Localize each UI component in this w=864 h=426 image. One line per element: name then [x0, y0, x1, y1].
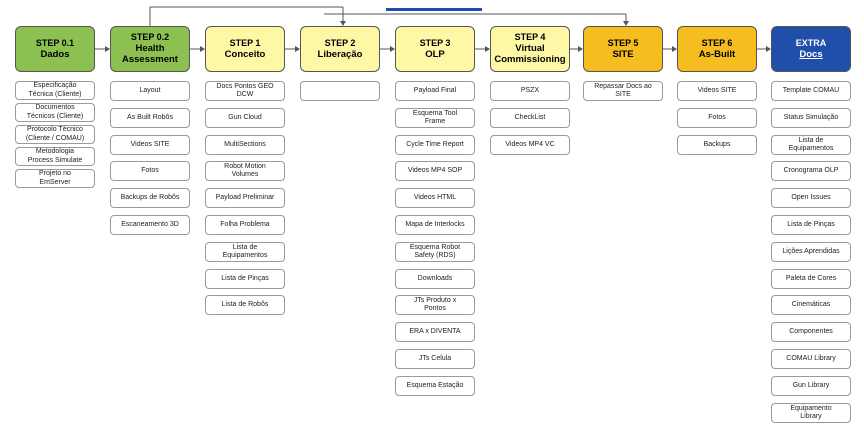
- step-connector-arrow: [672, 46, 677, 52]
- doc-item: Esquema Estação: [395, 375, 475, 396]
- doc-item: Equipamento Library: [771, 402, 851, 423]
- doc-item: ERA x DIVENTA: [395, 322, 475, 343]
- doc-item: Projeto no EmServer: [15, 169, 95, 188]
- step-connector-arrow: [295, 46, 300, 52]
- doc-item: Videos MP4 VC: [490, 134, 570, 155]
- step-connector-arrow: [105, 46, 110, 52]
- blue-accent-bar: [386, 8, 482, 11]
- doc-item: Lista de Pinças: [205, 268, 285, 289]
- doc-item: PSZX: [490, 81, 570, 101]
- doc-item: Lista de Equipamentos: [771, 134, 851, 155]
- doc-item: Docs Pontos GEO DCW: [205, 81, 285, 101]
- doc-item: Videos SITE: [110, 134, 190, 155]
- step-title: EXTRA: [795, 37, 827, 48]
- step-subtitle: Health Assessment: [122, 43, 178, 66]
- doc-item: Lista de Robôs: [205, 295, 285, 316]
- doc-item: CheckList: [490, 107, 570, 128]
- doc-item: Protocolo Técnico (Cliente / COMAU): [15, 125, 95, 144]
- doc-item: Mapa de Interlocks: [395, 215, 475, 235]
- step-subtitle: Virtual Commissioning: [494, 43, 566, 66]
- doc-item: Esquema Tool Frame: [395, 107, 475, 128]
- doc-item: Componentes: [771, 322, 851, 343]
- step-subtitle: Conceito: [224, 48, 266, 60]
- step-title: STEP 3: [419, 37, 451, 48]
- doc-item: Gun Cloud: [205, 107, 285, 128]
- doc-item: Robot Motion Volumes: [205, 161, 285, 182]
- doc-item: Lista de Pinças: [771, 215, 851, 235]
- doc-item: As Built Robôs: [110, 107, 190, 128]
- doc-item: Paleta de Cores: [771, 268, 851, 289]
- bracket-arrow: [623, 21, 629, 26]
- doc-item: Downloads: [395, 268, 475, 289]
- step-connector-arrow: [390, 46, 395, 52]
- doc-item: Folha Problema: [205, 215, 285, 235]
- step-subtitle: SITE: [612, 48, 634, 60]
- doc-item: JTs Celula: [395, 349, 475, 369]
- step-connector-arrow: [485, 46, 490, 52]
- doc-item: Escaneamento 3D: [110, 215, 190, 235]
- doc-item: Videos HTML: [395, 188, 475, 209]
- doc-item: Lista de Equipamentos: [205, 241, 285, 262]
- doc-item: Lições Aprendidas: [771, 241, 851, 262]
- step-connector-arrow: [578, 46, 583, 52]
- step-title: STEP 0.1: [35, 37, 75, 48]
- doc-item: COMAU Library: [771, 349, 851, 369]
- doc-item: Cycle Time Report: [395, 134, 475, 155]
- step-subtitle: Dados: [40, 48, 70, 60]
- step-title: STEP 2: [324, 37, 356, 48]
- step-title: STEP 4: [514, 32, 546, 43]
- doc-item: Repassar Docs ao SITE: [583, 81, 663, 101]
- doc-item: Backups: [677, 134, 757, 155]
- bracket-arrow: [340, 21, 346, 26]
- doc-item: Cronograma OLP: [771, 161, 851, 182]
- doc-item: Videos MP4 SOP: [395, 161, 475, 182]
- doc-item: Fotos: [110, 161, 190, 182]
- doc-item: JTs Produto x Pontos: [395, 295, 475, 316]
- doc-item: Videos SITE: [677, 81, 757, 101]
- step-subtitle: Liberação: [317, 48, 363, 60]
- doc-item: Documentos Técnicos (Cliente): [15, 103, 95, 122]
- step-subtitle: As-Built: [698, 48, 736, 60]
- step-title: STEP 0.2: [130, 32, 170, 43]
- doc-item: Cinemáticas: [771, 295, 851, 316]
- step-subtitle: Docs: [799, 48, 823, 60]
- doc-item: MultiSections: [205, 134, 285, 155]
- doc-item: Metodologia Process Simulate: [15, 147, 95, 166]
- step-title: STEP 1: [229, 37, 261, 48]
- doc-item: Fotos: [677, 107, 757, 128]
- step-subtitle: OLP: [425, 48, 445, 60]
- step-title: STEP 5: [607, 37, 639, 48]
- step-connector-arrow: [766, 46, 771, 52]
- doc-item: Especificação Técnica (Cliente): [15, 81, 95, 100]
- step-title: STEP 6: [701, 37, 733, 48]
- doc-item: Esquema Robot Safety (RDS): [395, 241, 475, 262]
- doc-item: Status Simulação: [771, 107, 851, 128]
- doc-item: Template COMAU: [771, 81, 851, 101]
- doc-item: Payload Preliminar: [205, 188, 285, 209]
- step-connector-arrow: [200, 46, 205, 52]
- doc-item: Layout: [110, 81, 190, 101]
- doc-item: Backups de Robôs: [110, 188, 190, 209]
- doc-item: Payload Final: [395, 81, 475, 101]
- doc-item: Gun Library: [771, 375, 851, 396]
- doc-item: [300, 81, 380, 101]
- doc-item: Open Issues: [771, 188, 851, 209]
